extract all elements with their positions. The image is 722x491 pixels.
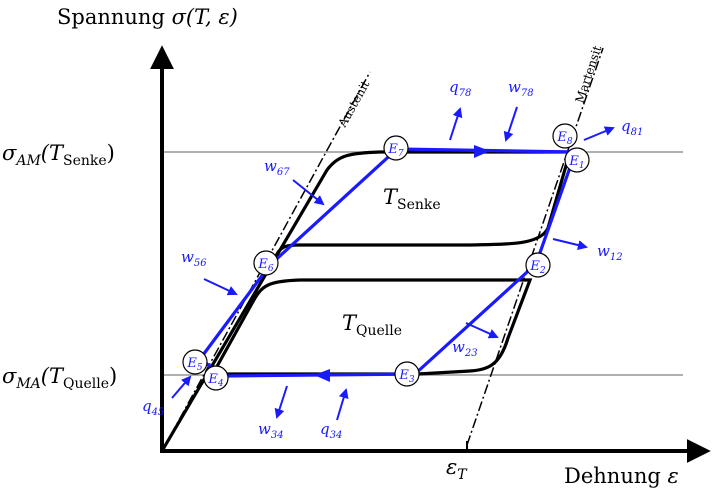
node-e6: E6: [253, 250, 279, 276]
node-e2: E2: [525, 252, 551, 278]
arrow-q78: [449, 107, 463, 141]
austenite-label: Austenit: [335, 78, 372, 130]
svg-text:E5: E5: [186, 356, 203, 373]
cycle-direction-arrow-top: [474, 145, 490, 158]
label-q45: q45: [142, 397, 164, 418]
arrow-w67: [292, 179, 325, 206]
label-q81: q81: [621, 117, 643, 138]
arrow-w78: [503, 106, 518, 142]
sigma-ma-label: σMA(TQuelle): [2, 364, 117, 392]
arrow-q45: [171, 375, 192, 399]
arrow-w23: [465, 322, 499, 339]
label-w78: w78: [508, 78, 534, 99]
epsilon-t-label: εT: [446, 455, 468, 483]
x-axis-label: Dehnung ε: [564, 464, 679, 488]
martensite-line: [466, 47, 604, 446]
loop-label-senke: TSenke: [383, 185, 441, 213]
arrow-w12: [552, 238, 588, 250]
label-q34: q34: [320, 420, 342, 441]
label-w34: w34: [258, 420, 284, 441]
svg-text:E1: E1: [568, 154, 584, 171]
node-e8: E8: [552, 123, 578, 149]
martensite-label: Martensit: [573, 44, 605, 105]
arrow-q81: [583, 126, 615, 141]
svg-text:E7: E7: [387, 142, 404, 159]
svg-text:E6: E6: [257, 257, 274, 274]
label-w23: w23: [452, 338, 478, 359]
label-w56: w56: [181, 248, 207, 269]
node-e1: E1: [564, 147, 590, 173]
upper-loop-curve: [160, 150, 573, 452]
arrow-q34: [336, 388, 349, 421]
svg-text:E3: E3: [398, 368, 415, 385]
svg-text:E2: E2: [529, 259, 546, 276]
svg-text:E8: E8: [556, 130, 573, 147]
y-axis-label: Spannung σ(T, ε): [57, 5, 238, 29]
label-q78: q78: [449, 78, 471, 99]
arrow-w56: [203, 278, 238, 296]
label-w12: w12: [597, 242, 623, 263]
cycle-direction-arrow-bottom: [314, 369, 330, 382]
arrow-w34: [274, 385, 288, 419]
lower-loop-curve: [208, 278, 533, 380]
sigma-am-label: σAM(TSenke): [2, 141, 115, 169]
loop-label-quelle: TQuelle: [342, 311, 402, 339]
label-w67: w67: [264, 157, 290, 178]
svg-text:E4: E4: [207, 372, 224, 389]
node-e4: E4: [203, 365, 229, 391]
node-e7: E7: [383, 135, 409, 161]
node-e3: E3: [394, 361, 420, 387]
node-e5: E5: [182, 349, 208, 375]
